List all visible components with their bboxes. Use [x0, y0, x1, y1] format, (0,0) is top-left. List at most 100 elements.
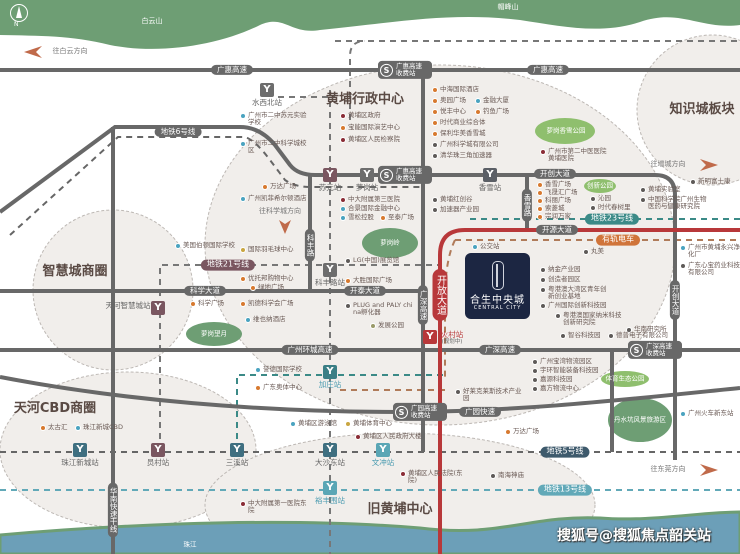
poi-marker[interactable]: 黄埔体育中心 — [345, 420, 392, 427]
poi-marker[interactable]: 黄埔区人民政府大楼 — [355, 433, 422, 440]
metro-station-icon[interactable]: Y — [423, 330, 437, 344]
arrow-zengcheng-icon — [700, 159, 718, 171]
poi-marker[interactable]: 广州科学城有限公司 — [432, 141, 499, 148]
poi-marker[interactable]: 黄埔区人民法院(东院) — [400, 470, 468, 484]
poi-marker[interactable]: 发展公园 — [370, 322, 404, 329]
poi-marker[interactable]: 德普电子有限公司 — [608, 332, 668, 339]
poi-marker[interactable]: 美国伯顿国际学校 — [175, 242, 235, 249]
poi-marker[interactable]: 维也纳酒店 — [245, 316, 286, 323]
metro-station-icon[interactable]: Y — [360, 168, 374, 182]
metro-station-icon[interactable]: Y — [151, 443, 165, 457]
poi-marker[interactable]: 创造者园区 — [540, 276, 581, 283]
poi-marker[interactable]: 香雪广场 — [537, 181, 571, 188]
poi-marker[interactable]: 科学广场 — [190, 300, 224, 307]
metro-station-icon[interactable]: Y — [376, 443, 390, 457]
metro-station-icon[interactable]: Y — [230, 443, 244, 457]
poi-marker[interactable]: 广州市二中苏元实验学校 — [240, 112, 308, 126]
metro-station-icon[interactable]: Y — [323, 263, 337, 277]
poi-marker[interactable]: 广州火车新东站 — [680, 410, 734, 417]
poi-marker[interactable]: 广州宝湾物流园区 — [532, 358, 592, 365]
poi-marker[interactable]: 黄埔区游泳馆 — [290, 420, 337, 427]
poi-marker[interactable]: 钓鱼广场 — [475, 108, 509, 115]
poi-marker[interactable]: LG(中国)展览馆 — [345, 257, 399, 264]
poi-marker[interactable]: 中大附属第一医院东院 — [240, 500, 308, 514]
poi-marker[interactable]: 国际羽毛球中心 — [240, 246, 294, 253]
poi-marker[interactable]: 宇环智能装备科技园 — [532, 367, 599, 374]
poi-marker[interactable]: 保利华美香雪城 — [432, 130, 486, 137]
poi-marker[interactable]: 万达广场 — [262, 183, 296, 190]
poi-marker[interactable]: 广州国际创新科技园 — [540, 302, 607, 309]
poi-marker[interactable]: 黄埔区政府 — [340, 112, 381, 119]
road-metro6-solid — [0, 125, 677, 460]
poi-marker[interactable]: 凯德科学会广场 — [240, 300, 294, 307]
poi-label: 广州市二中苏元实验学校 — [248, 111, 307, 126]
poi-marker[interactable]: 绿地广场 — [250, 284, 284, 291]
poi-marker[interactable]: 优托邦购物中心 — [240, 275, 294, 282]
poi-marker[interactable]: 奥园广场 — [432, 97, 466, 104]
poi-marker[interactable]: 誉德国际学校 — [255, 366, 302, 373]
poi-marker[interactable]: 广东奥体中心 — [255, 384, 302, 391]
poi-marker[interactable]: 黄埔红创谷 — [432, 196, 473, 203]
poi-marker[interactable]: 南海神庙 — [490, 472, 524, 479]
poi-marker[interactable]: 金融大厦 — [475, 97, 509, 104]
poi-marker[interactable]: 嘉源科技园 — [532, 376, 573, 383]
poi-marker[interactable]: 太古汇 — [40, 424, 68, 431]
metro-station-icon[interactable]: Y — [483, 168, 497, 182]
poi-marker[interactable]: 悦丰中心 — [432, 108, 466, 115]
poi-label: 中海国际酒店 — [440, 85, 479, 93]
poi-marker[interactable]: 黄埔区人民检察院 — [340, 136, 400, 143]
poi-label: 大胜国际广场 — [353, 276, 392, 284]
metro6-line — [9, 136, 420, 236]
poi-marker[interactable]: 公交站 — [472, 243, 500, 250]
poi-marker[interactable]: PLUG and PALY china孵化器 — [345, 302, 413, 316]
poi-marker[interactable]: 雪松控股 — [340, 214, 374, 221]
poi-marker[interactable]: 宗润万家 — [537, 213, 571, 220]
metro-station-icon[interactable]: Y — [151, 301, 165, 315]
poi-marker[interactable]: 纳金产业园 — [540, 266, 581, 273]
poi-marker[interactable]: 广州市黄埔永兴净化厂 — [680, 244, 740, 258]
poi-marker[interactable]: 至泰广场 — [380, 214, 414, 221]
poi-marker[interactable]: 中国科学院广州生物医药与健康研究院 — [640, 196, 708, 210]
poi-marker[interactable]: 广州市第二中医医院黄埔医院 — [540, 148, 608, 162]
metro-station-icon[interactable]: Y — [260, 83, 274, 97]
poi-marker[interactable]: 智谷科技园 — [560, 332, 601, 339]
poi-marker[interactable]: 黄埔实验室 — [640, 186, 681, 193]
poi-marker[interactable]: 珠江新城CBD — [75, 424, 123, 431]
poi-marker[interactable]: 宝能国际演艺中心 — [340, 124, 400, 131]
poi-marker[interactable]: 合景国际金融中心 — [340, 205, 400, 212]
metro-station-icon[interactable]: Y — [73, 443, 87, 457]
poi-marker[interactable]: 广州市二中科学城校区 — [240, 140, 308, 154]
metro-station-icon[interactable]: Y — [323, 481, 337, 495]
road-label-metro13: 地铁13号线 — [537, 484, 593, 496]
poi-marker[interactable]: 清华珠三角加速器 — [432, 152, 492, 159]
poi-marker[interactable]: 科丽广场 — [537, 197, 571, 204]
poi-marker[interactable]: 万达广场 — [505, 428, 539, 435]
poi-marker[interactable]: 华南研究所 — [626, 326, 667, 333]
metro-station-icon[interactable]: Y — [323, 168, 337, 182]
poi-marker[interactable]: 好莱克莱斯技术产业园 — [455, 388, 523, 402]
poi-marker[interactable]: 索菱城 — [537, 205, 565, 212]
metro-station-icon[interactable]: Y — [323, 443, 337, 457]
project-logo[interactable]: 合生中央城 CENTRAL CITY — [465, 253, 530, 319]
toll-label: 广惠高速收费站 — [396, 166, 422, 182]
poi-marker[interactable]: 嘉方物流中心 — [532, 385, 579, 392]
poi-marker[interactable]: 大胜国际广场 — [345, 277, 392, 284]
poi-marker[interactable]: 时代商业综合体 — [432, 119, 486, 126]
poi-marker[interactable]: 时代春树里 — [590, 204, 631, 211]
poi-marker[interactable]: 广东心宝药业科技有限公司 — [680, 262, 740, 276]
poi-marker[interactable]: 飞晟汇广场 — [537, 189, 578, 196]
poi-marker[interactable]: 粤港澳国家纳米科技创新研究院 — [555, 312, 623, 326]
metro-station-icon[interactable]: Y — [323, 365, 337, 379]
poi-marker[interactable]: 广州凯菲希尔顿酒店 — [240, 195, 307, 202]
poi-marker[interactable]: 丸美 — [583, 248, 604, 255]
poi-marker[interactable]: 粤港澳大湾区青年创新创业基地 — [540, 286, 608, 300]
poi-marker[interactable]: 沁园 — [590, 195, 611, 202]
poi-marker[interactable]: 新明富士康 — [690, 178, 731, 185]
poi-marker[interactable]: 中海国际酒店 — [432, 86, 479, 93]
poi-marker[interactable]: 加速器产业园 — [432, 206, 479, 213]
poi-marker[interactable]: 中大附属第三医院 — [340, 196, 400, 203]
